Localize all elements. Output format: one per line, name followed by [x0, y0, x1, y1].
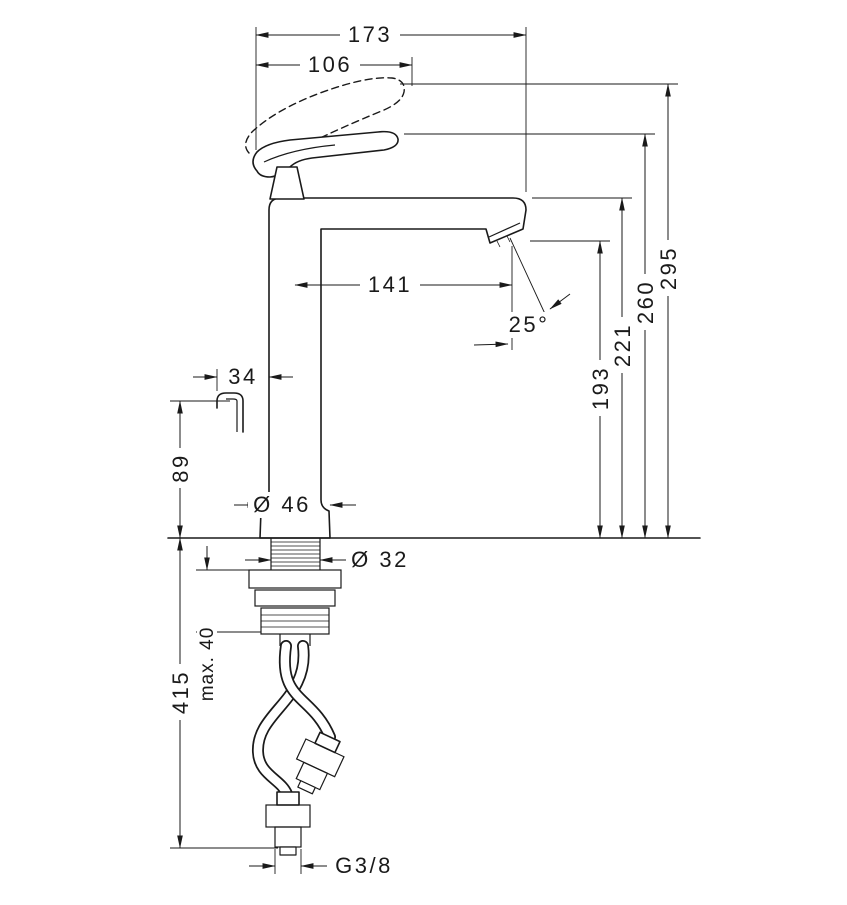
dim-label-g38: G3/8 — [335, 853, 393, 878]
dimension-labels: 173 106 141 25° 34 Ø 46 Ø 32 G3/8 — [168, 22, 681, 879]
dim-label-dia46-group: Ø 46 — [248, 492, 316, 518]
dim-label-34-group: 34 — [219, 364, 267, 390]
seal-washer-lower — [254, 589, 336, 607]
dim-label-193-group: 193 — [588, 360, 613, 416]
dim-label-260-group: 260 — [633, 274, 658, 330]
dim-label-173: 173 — [348, 22, 392, 47]
shank-threads — [270, 538, 321, 570]
faucet-outline — [167, 77, 701, 856]
hose-fitting-angled — [295, 731, 345, 795]
dim-label-295: 295 — [656, 246, 681, 290]
dim-label-141-group: 141 — [360, 272, 420, 298]
seal-washer-upper — [248, 569, 342, 589]
dim-label-25deg-group: 25° — [502, 312, 556, 338]
mounting-nut — [260, 607, 330, 635]
dim-label-221-group: 221 — [610, 317, 635, 373]
dim-label-106: 106 — [308, 52, 352, 77]
dim-label-415-group: 415 — [168, 664, 193, 720]
handle-detail-line — [263, 144, 336, 163]
dim-label-dia32: Ø 32 — [351, 547, 409, 572]
dim-label-g38-group: G3/8 — [330, 853, 398, 879]
hose-fitting-bottom — [265, 791, 311, 856]
dim-label-25deg: 25° — [509, 312, 550, 337]
aerator-detail — [488, 222, 521, 248]
hose-stubs — [279, 634, 311, 646]
dim-label-dia32-group: Ø 32 — [346, 547, 414, 573]
dim-label-260: 260 — [633, 280, 658, 324]
dim-label-295-group: 295 — [656, 240, 681, 296]
handle-lever — [252, 130, 399, 178]
dim-label-34: 34 — [228, 364, 257, 389]
base-hook-detail — [216, 392, 244, 433]
dimension-lines — [170, 27, 678, 874]
dim-label-106-group: 106 — [300, 52, 360, 78]
handle-lever-raised-dashed — [244, 77, 405, 158]
supply-hoses — [252, 640, 336, 800]
dim-label-89: 89 — [168, 453, 193, 482]
dim-label-193: 193 — [588, 366, 613, 410]
dim-label-max40-group: max. 40 — [197, 627, 218, 702]
dim-label-89-group: 89 — [168, 448, 193, 488]
dim-label-221: 221 — [610, 323, 635, 367]
dim-label-141: 141 — [368, 272, 412, 297]
dim-label-max40: max. 40 — [197, 627, 218, 702]
dim-angle-arrows — [473, 293, 571, 348]
dim-label-415: 415 — [168, 670, 193, 714]
spout-body-outline — [259, 197, 527, 539]
handle-cone — [269, 166, 305, 200]
dim-label-dia46: Ø 46 — [253, 492, 311, 517]
dim-label-173-group: 173 — [340, 22, 400, 48]
